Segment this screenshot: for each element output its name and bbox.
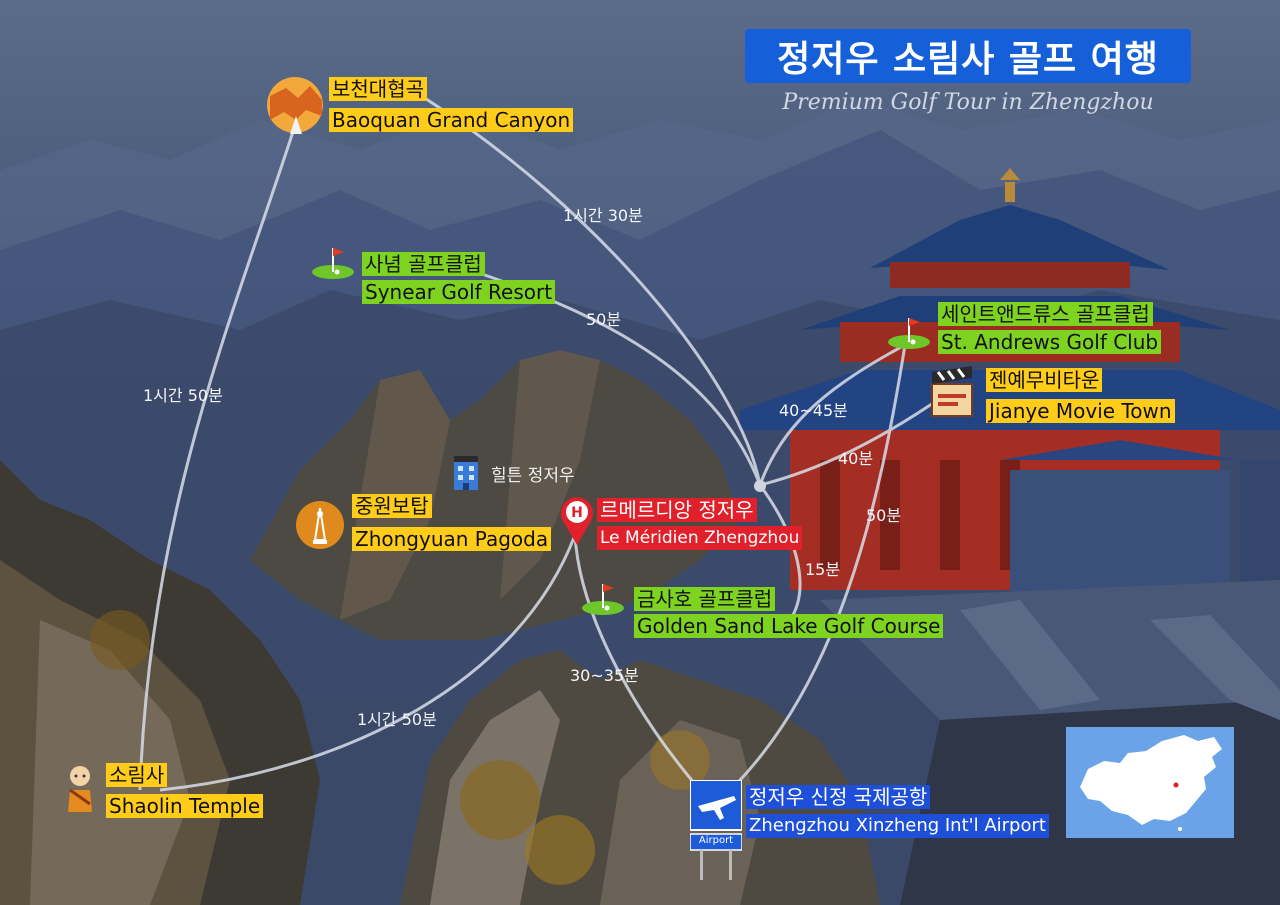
golf-flag-icon — [886, 314, 932, 354]
airport-label-en: Zhengzhou Xinzheng Int'l Airport — [746, 814, 1049, 838]
zhongyuan-label-ko: 중원보탑 — [352, 494, 432, 518]
svg-text:H: H — [571, 505, 583, 521]
airport-sign-text: Airport — [698, 835, 734, 846]
tower-icon — [295, 500, 345, 554]
zhongyuan-label-en: Zhongyuan Pagoda — [352, 527, 552, 551]
lemeridien-label-en: Le Méridien Zhengzhou — [597, 526, 803, 550]
golf-flag-icon — [580, 580, 626, 620]
airplane-icon — [689, 779, 743, 884]
synear-label-ko: 사념 골프클럽 — [362, 252, 485, 276]
page-title: 정저우 소림사 골프 여행 — [777, 39, 1159, 80]
lemeridien-label-ko: 르메르디앙 정저우 — [597, 498, 757, 522]
goldensand-label-ko: 금사호 골프클럽 — [634, 587, 776, 611]
china-inset-map — [1066, 727, 1234, 838]
time-synear: 50분 — [586, 310, 622, 329]
golf-flag-icon — [310, 244, 356, 284]
time-standrews: 40~45분 — [779, 401, 848, 420]
page-subtitle: Premium Golf Tour in Zhengzhou — [782, 90, 1154, 115]
airport-label-ko: 정저우 신정 국제공항 — [746, 785, 931, 809]
synear-label-en: Synear Golf Resort — [362, 280, 556, 304]
time-goldensand: 15분 — [805, 560, 841, 579]
shaolin-label-en: Shaolin Temple — [106, 794, 264, 818]
jianye-label-ko: 젠예무비타운 — [986, 368, 1103, 392]
time-shaolin-baoquan: 1시간 50분 — [143, 386, 223, 405]
hilton-label-ko: 힐튼 정저우 — [491, 466, 575, 486]
clapperboard-icon — [928, 364, 976, 422]
standrews-label-ko: 세인트앤드류스 골프클럽 — [938, 302, 1153, 326]
time-baoquan: 1시간 30분 — [563, 206, 643, 225]
time-airport-hotel: 30~35분 — [570, 666, 639, 685]
baoquan-label-en: Baoquan Grand Canyon — [329, 108, 574, 132]
baoquan-label-ko: 보천대협곡 — [329, 77, 427, 101]
jianye-label-en: Jianye Movie Town — [986, 399, 1175, 423]
standrews-label-en: St. Andrews Golf Club — [938, 330, 1162, 354]
monk-icon — [62, 764, 98, 816]
title-banner: 정저우 소림사 골프 여행 — [745, 29, 1191, 83]
time-shaolin-hotel: 1시간 50분 — [357, 710, 437, 729]
canyon-icon — [266, 76, 324, 138]
shaolin-label-ko: 소림사 — [106, 763, 168, 787]
time-jianye: 40분 — [838, 449, 874, 468]
hotel-pin-icon: H — [560, 495, 594, 549]
hotel-building-icon — [450, 456, 482, 494]
goldensand-label-en: Golden Sand Lake Golf Course — [634, 614, 944, 638]
time-airport-jianye: 50분 — [866, 506, 902, 525]
